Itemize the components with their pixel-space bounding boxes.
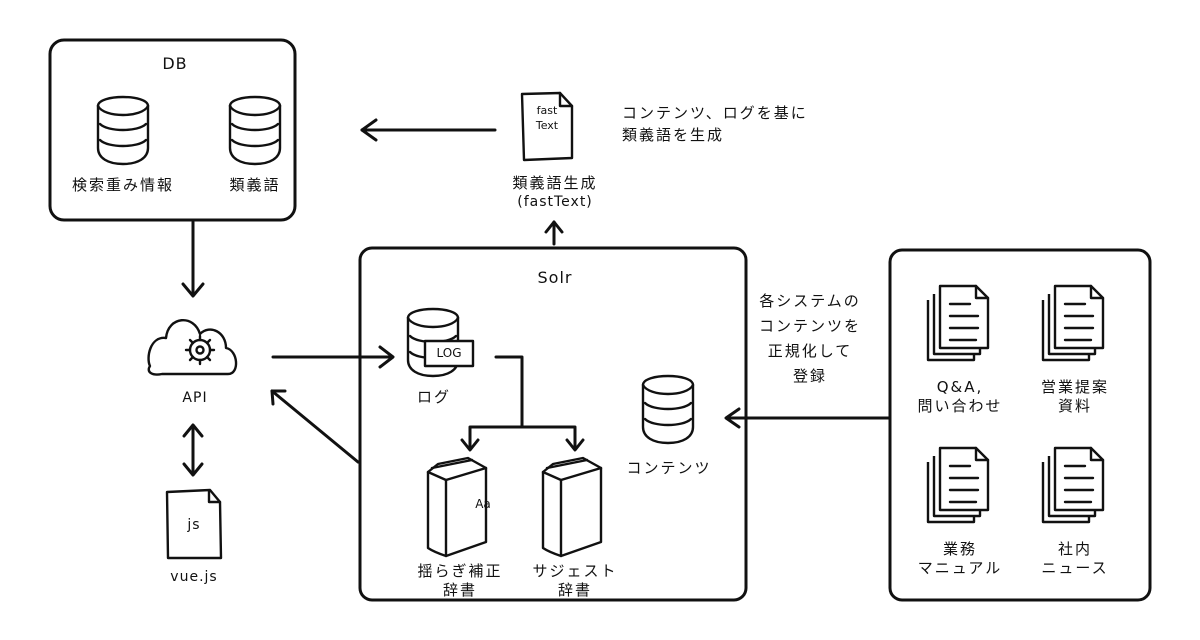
source-sales-label-2: 資料 — [1057, 397, 1092, 415]
fasttext-label: 類義語生成 — [512, 174, 598, 192]
database-icon — [96, 95, 150, 166]
source-manual-label-1: 業務 — [942, 540, 977, 558]
ingest-note-line3: 正規化して — [767, 342, 853, 360]
fasttext-note-line1: コンテンツ、ログを基に — [622, 104, 808, 122]
fasttext-note-line2: 類義語を生成 — [622, 126, 725, 144]
db-label-search-weights: 検索重み情報 — [71, 176, 174, 194]
db-container — [48, 38, 297, 222]
ingest-note-line1: 各システムの — [759, 292, 861, 310]
db-label-synonyms: 類義語 — [229, 176, 281, 194]
cloud-gear-icon — [147, 319, 238, 376]
ingest-note-line4: 登録 — [792, 367, 827, 385]
ingest-note-line2: コンテンツを — [758, 317, 861, 335]
api-label: API — [182, 390, 208, 406]
arrow-solr-to-api — [270, 389, 360, 464]
js-icon-text: js — [187, 517, 201, 533]
suggest-dict-label-2: 辞書 — [557, 581, 592, 599]
js-file-icon — [165, 488, 223, 560]
db-title: DB — [162, 54, 188, 73]
document-stack-icon — [1041, 446, 1105, 524]
source-news-label-2: ニュース — [1041, 559, 1109, 577]
source-sales-label-1: 営業提案 — [1040, 378, 1109, 396]
fasttext-label-sub: (fastText) — [517, 194, 593, 210]
source-qa-label-2: 問い合わせ — [917, 397, 1003, 415]
fasttext-icon-text-1: fast — [536, 104, 558, 117]
fuzzy-dict-label-2: 辞書 — [442, 581, 477, 599]
fuzzy-dict-label-1: 揺らぎ補正 — [417, 562, 503, 580]
sources-container — [888, 248, 1152, 602]
arrow-api-vue — [182, 423, 204, 477]
fasttext-file-icon — [520, 91, 574, 162]
vue-label: vue.js — [170, 569, 218, 585]
fasttext-icon-text-2: Text — [535, 119, 559, 132]
document-stack-icon — [926, 284, 990, 362]
contents-database-icon — [641, 374, 695, 445]
source-qa-label-1: Q&A, — [936, 378, 984, 396]
solr-title: Solr — [537, 268, 573, 287]
arrow-api-to-log — [271, 345, 395, 369]
contents-label: コンテンツ — [626, 459, 712, 477]
arrow-db-to-api — [181, 220, 205, 298]
connector-log-to-dicts — [460, 355, 585, 452]
log-badge: LOG — [436, 346, 462, 360]
document-stack-icon — [926, 446, 990, 524]
source-manual-label-2: マニュアル — [917, 559, 1003, 577]
fuzzy-dict-cover-text: Aa — [475, 497, 491, 511]
log-label: ログ — [416, 388, 451, 406]
arrow-sources-to-contents — [724, 407, 892, 429]
suggest-dict-label-1: サジェスト — [532, 562, 618, 580]
document-stack-icon — [1041, 284, 1105, 362]
source-news-label-1: 社内 — [1057, 540, 1092, 558]
suggest-dictionary-book-icon — [541, 456, 603, 558]
arrow-fasttext-to-db — [360, 118, 497, 142]
database-icon — [228, 95, 282, 166]
solr-container — [358, 246, 748, 602]
arrow-solr-to-fasttext — [544, 220, 564, 246]
